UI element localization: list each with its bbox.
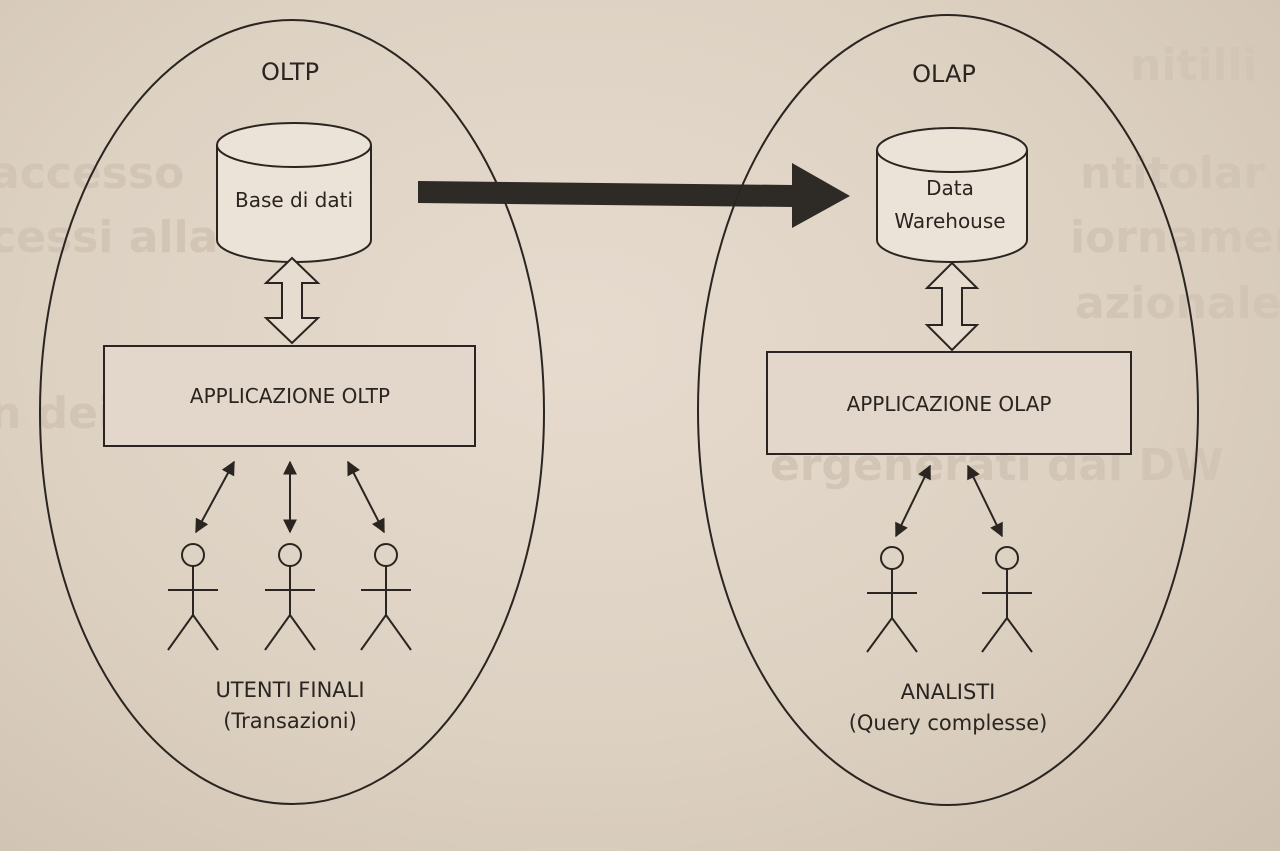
oltp-users-label: UTENTI FINALI [215, 678, 364, 702]
oltp-application-label: APPLICAZIONE OLTP [190, 384, 390, 408]
olap-application-label: APPLICAZIONE OLAP [847, 392, 1052, 416]
oltp-db-app-double-arrow [263, 256, 321, 345]
oltp-user-arrow-1 [195, 460, 235, 534]
olap-user-arrow-1 [895, 464, 931, 538]
olap-dw-app-double-arrow [924, 261, 980, 352]
olap-analyst-figure-2 [981, 546, 1033, 653]
olap-user-arrow-2 [967, 464, 1003, 538]
olap-users-label: ANALISTI [901, 680, 996, 704]
olap-warehouse-label-line1: Data [926, 176, 974, 200]
oltp-database-cylinder: Base di dati [216, 122, 372, 263]
olap-user-arrows [895, 464, 1003, 538]
olap-warehouse-cylinder: Data Warehouse [876, 127, 1028, 263]
oltp-title: OLTP [261, 58, 319, 86]
oltp-section: OLTP Base di dati APPLICAZIONE OLTP [39, 19, 545, 805]
oltp-user-figure-3 [360, 543, 412, 651]
oltp-user-arrows [195, 460, 385, 534]
oltp-user-figure-1 [167, 543, 219, 651]
olap-title: OLAP [912, 60, 976, 88]
oltp-ellipse [39, 19, 545, 805]
olap-warehouse-label-line2: Warehouse [894, 209, 1005, 233]
olap-users-sublabel: (Query complesse) [849, 711, 1048, 735]
olap-analyst-figure-1 [866, 546, 918, 653]
olap-section: OLAP Data Warehouse APPLICAZIONE OLAP [697, 14, 1199, 806]
oltp-application-box [103, 345, 476, 447]
oltp-user-figure-2 [264, 543, 316, 651]
oltp-database-label: Base di dati [235, 188, 353, 212]
oltp-to-olap-arrow [418, 163, 850, 228]
oltp-users-sublabel: (Transazioni) [223, 709, 357, 733]
olap-ellipse [697, 14, 1199, 806]
olap-application-box [766, 351, 1132, 455]
oltp-user-arrow-3 [347, 460, 385, 534]
